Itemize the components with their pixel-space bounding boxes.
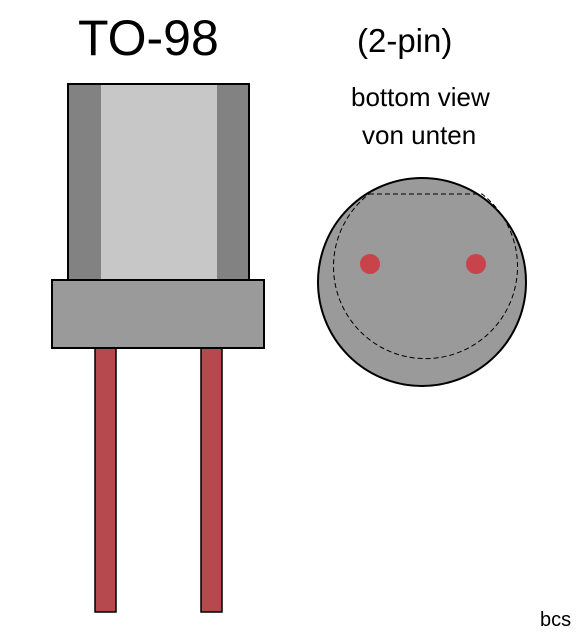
left-lead	[94, 347, 117, 613]
bottom-view-key-outline	[333, 193, 518, 360]
pin-right	[466, 254, 486, 274]
package-title: TO-98	[78, 10, 219, 66]
body-center-highlight	[101, 84, 217, 282]
right-lead	[200, 347, 223, 613]
view-label-english: bottom view	[351, 82, 490, 112]
package-base	[51, 279, 265, 349]
body-left-shade	[68, 84, 101, 282]
author-credit: bcs	[540, 609, 572, 631]
package-body	[67, 83, 250, 283]
bottom-view-disc	[317, 177, 527, 387]
body-right-shade	[217, 84, 249, 282]
pin-count-label: (2-pin)	[357, 22, 453, 59]
pin-left	[360, 254, 380, 274]
view-label-german: von unten	[362, 120, 477, 150]
bottom-view	[317, 177, 527, 387]
